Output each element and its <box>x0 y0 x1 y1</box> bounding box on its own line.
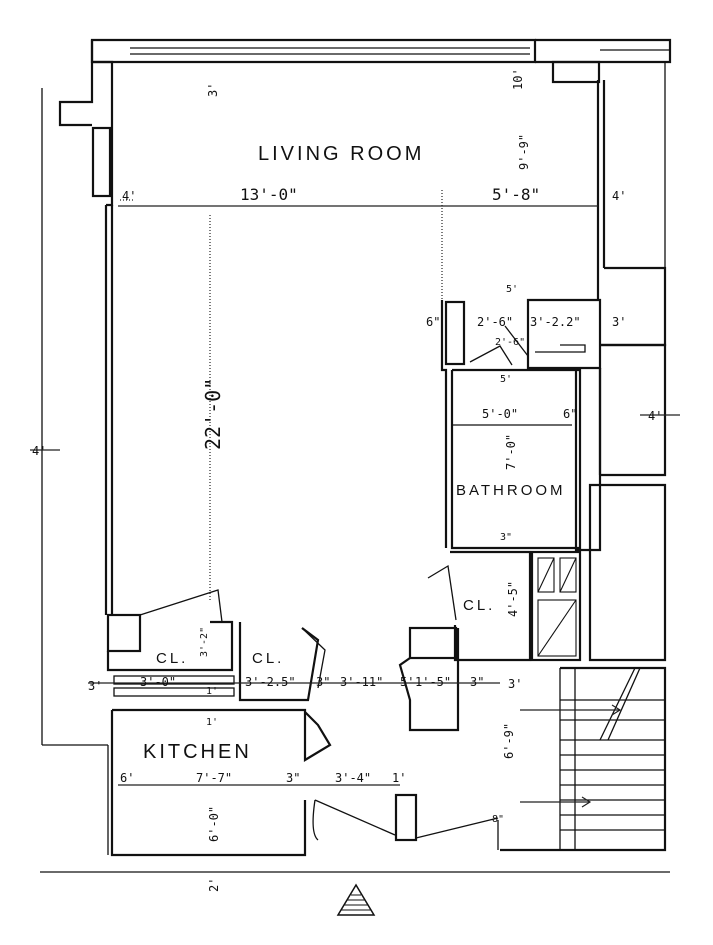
dim-kitchen-width: 7'-7" <box>196 771 232 785</box>
living-room: LIVING ROOM <box>118 143 598 300</box>
dim-right-side: 4' <box>648 409 662 423</box>
dim-bath-width: 5'-0" <box>482 407 518 421</box>
dim-closet-small: 2'-6" <box>495 337 525 348</box>
dim-living-left-offset: 4' <box>122 189 136 203</box>
dim-closet-row-h: 3' <box>508 677 522 691</box>
dim-bath-depth: 7'-0" <box>504 434 518 470</box>
dim-closet-row-g: 3" <box>470 675 484 689</box>
dim-living-width-main: 13'-0" <box>240 185 298 204</box>
dim-hall-closet: 4'-5" <box>506 581 520 617</box>
dim-closet-row-e: 5' <box>400 675 414 689</box>
living-room-label: LIVING ROOM <box>258 143 424 165</box>
dim-closet-row-f: 1'-5" <box>415 675 451 689</box>
dim-living-top-left: 3' <box>206 83 220 97</box>
dim-kitchen-door: 3'-4" <box>335 771 371 785</box>
dim-entry-right-small: 3' <box>612 315 626 329</box>
stairs <box>497 666 667 852</box>
bathroom-label: BATHROOM <box>456 482 566 499</box>
closets: CL. CL. <box>106 589 326 702</box>
north-arrow-icon <box>336 883 376 916</box>
closet-1-label: CL. <box>156 650 188 667</box>
dim-closet-small-b: 5' <box>500 374 512 385</box>
dim-bath-right: 6" <box>563 407 577 421</box>
dim-bottom-small: 2' <box>207 878 221 892</box>
entry <box>312 626 499 842</box>
kitchen-label: KITCHEN <box>143 741 252 763</box>
hall-closet: CL. <box>427 550 582 662</box>
dim-closet-row-a: 1' <box>206 686 218 697</box>
dimension-labels: 3' 10' 9'-9" 4' 13'-0" 5'-8" 4' 22'-0" 5… <box>32 68 662 892</box>
dim-kitchen-top: 1' <box>206 717 218 728</box>
dim-closet-row-1: 3'-0" <box>140 675 176 689</box>
dim-kitchen-left: 6' <box>120 771 134 785</box>
dim-left-side: 4' <box>32 444 46 458</box>
dim-kitchen-depth: 6'-0" <box>207 806 221 842</box>
dim-living-depth: 9'-9" <box>517 134 531 170</box>
dim-stair-small: 8" <box>492 814 504 825</box>
dim-living-width-right: 5'-8" <box>492 185 540 204</box>
kitchen: KITCHEN <box>107 708 400 857</box>
dim-living-right-offset: 4' <box>612 189 626 203</box>
dim-entry-width: 2'-6" <box>477 315 513 329</box>
dim-closet-row-d: 3'-11" <box>340 675 383 689</box>
dim-closet-row-left: 3' <box>88 679 102 693</box>
dim-entry-right: 3'-2.2" <box>530 315 581 329</box>
dim-entry-left-small: 6" <box>426 315 440 329</box>
dim-kitchen-right: 3" <box>286 771 300 785</box>
dim-kitchen-door-b: 1' <box>392 771 406 785</box>
dim-main-length: 22'-0" <box>201 378 225 450</box>
main-dimension <box>30 215 680 684</box>
dim-stair: 6'-9" <box>502 723 516 759</box>
dim-living-top-right: 10' <box>511 68 525 90</box>
dim-entry-top-small: 5' <box>506 284 518 295</box>
exterior-walls <box>41 38 672 746</box>
closet-hall-label: CL. <box>463 597 495 614</box>
dim-closet-a-depth: 3'-2" <box>199 627 210 657</box>
closet-2-label: CL. <box>252 650 284 667</box>
dim-bath-bottom: 3" <box>500 532 512 543</box>
dim-closet-row-b: 3'-2.5" <box>245 675 296 689</box>
dim-closet-row-c: 3" <box>316 675 330 689</box>
bathroom-block: BATHROOM <box>440 298 667 662</box>
